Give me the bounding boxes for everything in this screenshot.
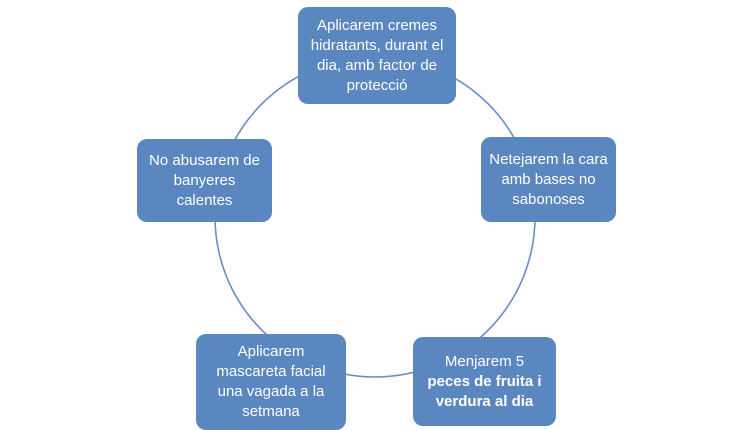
node-right-label: Netejarem la cara amb bases no sabonoses (489, 150, 608, 208)
node-netejar-cara: Netejarem la cara amb bases no sabonoses (481, 137, 616, 222)
node-fruita-verdura: Menjarem 5 peces de fruita i verdura al … (413, 337, 556, 426)
node-banyeres-calentes: No abusarem de banyeres calentes (137, 139, 272, 222)
node-left-label: No abusarem de banyeres calentes (149, 151, 260, 209)
node-mascareta-facial: Aplicarem mascareta facial una vagada a … (196, 334, 346, 430)
node-bottom-left-label: Aplicarem mascareta facial una vagada a … (216, 343, 326, 420)
node-bottom-right-bold-text: peces de fruita i verdura al dia (427, 372, 542, 410)
node-cremes-hidratants: Aplicarem cremes hidratants, durant el d… (298, 7, 456, 104)
node-bottom-right-label: Menjarem 5 peces de fruita i verdura al … (421, 352, 548, 412)
node-top-label: Aplicarem cremes hidratants, durant el d… (310, 16, 444, 94)
node-bottom-right-normal-text: Menjarem 5 (444, 352, 525, 370)
